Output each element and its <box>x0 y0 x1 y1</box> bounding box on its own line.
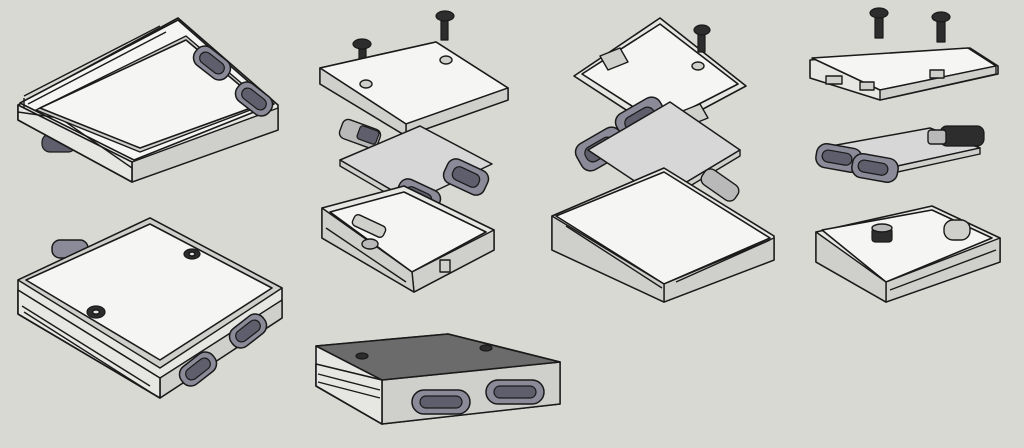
top-lid <box>17 217 283 369</box>
usb-c-connector <box>851 153 899 183</box>
exploded-view-underside <box>551 17 775 303</box>
bottom-tray <box>551 167 775 303</box>
exploded-view-front <box>319 10 509 293</box>
assembled-front-view <box>17 217 283 399</box>
usb-c-connector <box>815 143 863 173</box>
screw <box>869 7 889 39</box>
top-lid <box>319 41 509 137</box>
usb-c-port <box>234 81 274 117</box>
bottom-tray <box>815 205 1001 303</box>
usb-c-port <box>192 45 232 81</box>
screw <box>183 248 201 260</box>
usb-c-connector <box>927 125 985 147</box>
screw <box>352 38 372 69</box>
exploded-view-back <box>809 7 1001 303</box>
screw <box>693 24 711 53</box>
screw <box>86 305 106 319</box>
usb-c-connector <box>442 158 490 196</box>
usb-c-port <box>485 379 545 405</box>
top-lid <box>809 47 999 101</box>
assembled-top-view <box>17 17 279 183</box>
screw <box>435 10 455 41</box>
top-lid <box>315 333 561 381</box>
usb-c-port <box>228 313 268 349</box>
usb-c-connector <box>338 118 382 150</box>
assembled-front-view <box>315 333 561 425</box>
bottom-tray <box>321 185 495 293</box>
usb-c-connector <box>700 168 740 202</box>
usb-c-port <box>178 351 218 387</box>
usb-c-port <box>411 389 471 415</box>
screw <box>931 11 951 43</box>
